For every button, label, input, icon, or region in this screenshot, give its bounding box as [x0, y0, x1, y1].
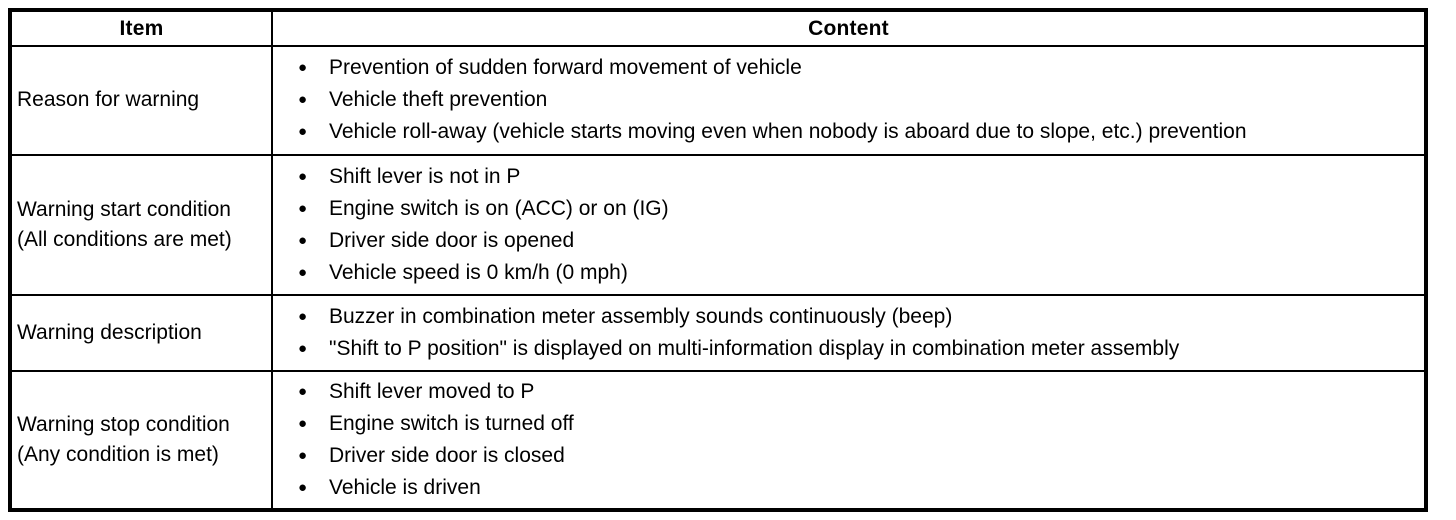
bullet-text: Driver side door is opened: [329, 229, 575, 253]
warning-spec-table: Item Content Reason for warning ● Preven…: [12, 12, 1424, 508]
bullet-icon: ●: [298, 479, 308, 497]
list-item: ● Vehicle roll-away (vehicle starts movi…: [273, 116, 1424, 148]
bullet-list: ● Shift lever is not in P ● Engine switc…: [273, 161, 1424, 289]
bullet-text: Vehicle theft prevention: [329, 88, 548, 112]
bullet-text: Driver side door is closed: [329, 444, 565, 468]
bullet-icon: ●: [298, 447, 308, 465]
bullet-icon: ●: [298, 415, 308, 433]
table-row-warning-description: Warning description ● Buzzer in combinat…: [12, 294, 1424, 373]
list-item: ● Engine switch is on (ACC) or on (IG): [273, 193, 1424, 225]
item-cell: Warning start condition (All conditions …: [12, 153, 273, 297]
content-cell: ● Buzzer in combination meter assembly s…: [271, 294, 1424, 373]
list-item: ● Driver side door is closed: [273, 440, 1424, 472]
list-item: ● Vehicle is driven: [273, 472, 1424, 504]
bullet-icon: ●: [298, 340, 308, 358]
list-item: ● Vehicle theft prevention: [273, 84, 1424, 116]
list-item: ● "Shift to P position" is displayed on …: [273, 333, 1424, 365]
list-item: ● Vehicle speed is 0 km/h (0 mph): [273, 257, 1424, 289]
item-cell: Warning stop condition (Any condition is…: [12, 370, 273, 508]
list-item: ● Buzzer in combination meter assembly s…: [273, 301, 1424, 333]
bullet-list: ● Shift lever moved to P ● Engine switch…: [273, 376, 1424, 504]
bullet-icon: ●: [298, 123, 308, 141]
table-header-row: Item Content: [12, 12, 1424, 47]
bullet-text: Vehicle is driven: [329, 476, 481, 500]
table-row-warning-stop-condition: Warning stop condition (Any condition is…: [12, 370, 1424, 508]
table-row-warning-start-condition: Warning start condition (All conditions …: [12, 153, 1424, 297]
item-column-header: Item: [12, 12, 273, 47]
bullet-text: Shift lever is not in P: [329, 165, 521, 189]
list-item: ● Driver side door is opened: [273, 225, 1424, 257]
warning-spec-table-frame: Item Content Reason for warning ● Preven…: [8, 8, 1428, 512]
item-cell: Warning description: [12, 294, 273, 373]
bullet-list: ● Buzzer in combination meter assembly s…: [273, 301, 1424, 365]
content-cell: ● Prevention of sudden forward movement …: [271, 45, 1424, 156]
list-item: ● Engine switch is turned off: [273, 408, 1424, 440]
bullet-text: Vehicle roll-away (vehicle starts moving…: [329, 120, 1247, 144]
bullet-list: ● Prevention of sudden forward movement …: [273, 52, 1424, 148]
bullet-icon: ●: [298, 232, 308, 250]
content-cell: ● Shift lever is not in P ● Engine switc…: [271, 153, 1424, 297]
bullet-icon: ●: [298, 59, 308, 77]
list-item: ● Prevention of sudden forward movement …: [273, 52, 1424, 84]
bullet-icon: ●: [298, 308, 308, 326]
bullet-icon: ●: [298, 168, 308, 186]
list-item: ● Shift lever moved to P: [273, 376, 1424, 408]
bullet-text: Vehicle speed is 0 km/h (0 mph): [329, 261, 628, 285]
bullet-text: Prevention of sudden forward movement of…: [329, 56, 802, 80]
list-item: ● Shift lever is not in P: [273, 161, 1424, 193]
bullet-text: Engine switch is turned off: [329, 412, 574, 436]
bullet-icon: ●: [298, 264, 308, 282]
bullet-text: Shift lever moved to P: [329, 380, 535, 404]
content-cell: ● Shift lever moved to P ● Engine switch…: [271, 370, 1424, 508]
bullet-icon: ●: [298, 200, 308, 218]
bullet-text: Buzzer in combination meter assembly sou…: [329, 305, 953, 329]
bullet-icon: ●: [298, 383, 308, 401]
item-cell: Reason for warning: [12, 45, 273, 156]
bullet-icon: ●: [298, 91, 308, 109]
content-column-header: Content: [271, 12, 1424, 47]
bullet-text: "Shift to P position" is displayed on mu…: [329, 337, 1180, 361]
bullet-text: Engine switch is on (ACC) or on (IG): [329, 197, 669, 221]
table-row-reason-for-warning: Reason for warning ● Prevention of sudde…: [12, 45, 1424, 156]
